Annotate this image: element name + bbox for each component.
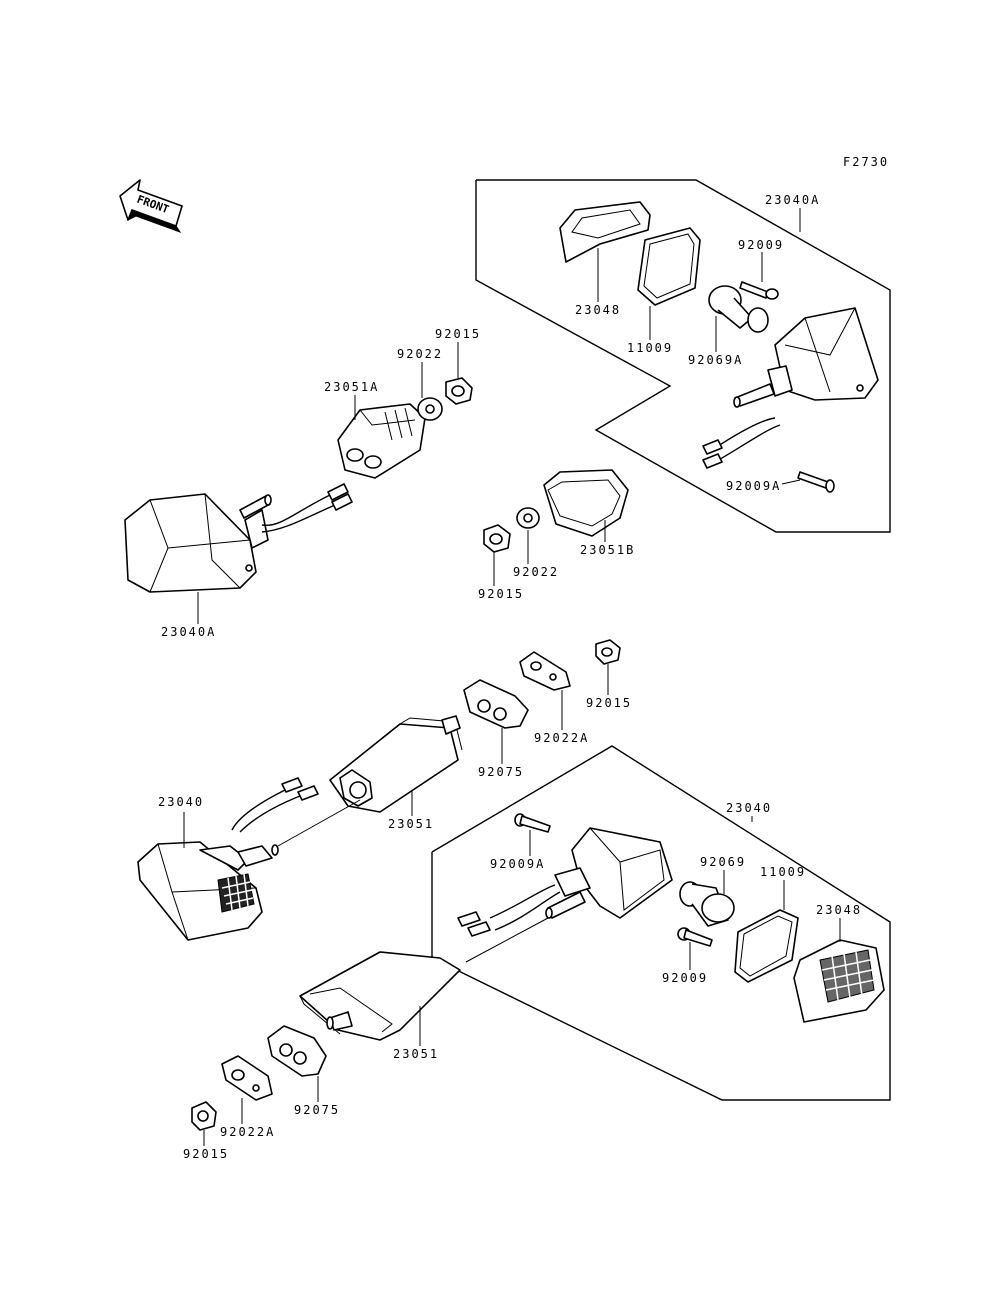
gasket-11009-bottom [734, 909, 799, 983]
nut-92015-c [595, 639, 621, 665]
nut-92015-d [191, 1101, 217, 1131]
label-92015-c: 92015 [586, 696, 632, 710]
label-23048-bottom: 23048 [816, 903, 862, 917]
screw-92009-top [739, 281, 779, 300]
label-23040A-top: 23040A [765, 193, 820, 207]
label-92022A-b: 92022A [220, 1125, 275, 1139]
housing-23040 [137, 841, 279, 941]
grommet-23051A [337, 403, 426, 479]
label-92009A-top: 92009A [726, 479, 781, 493]
lens-grid-icon [217, 873, 255, 913]
assembly-box-bottom [431, 745, 891, 1101]
wires-left [261, 483, 353, 533]
label-92075-b: 92075 [294, 1103, 340, 1117]
rubber-23051-b [299, 951, 461, 1041]
label-23040A-left: 23040A [161, 625, 216, 639]
label-92069: 92069 [700, 855, 746, 869]
housing-23040A-left [124, 493, 272, 593]
label-92009-bottom: 92009 [662, 971, 708, 985]
label-23040-right: 23040 [726, 801, 772, 815]
wires-top-right [702, 417, 781, 469]
bulb-92069A [708, 285, 769, 333]
label-11009-bottom: 11009 [760, 865, 806, 879]
rubber-23051-a [329, 715, 463, 813]
bulb-92069 [679, 881, 735, 927]
wires-23040 [231, 777, 361, 847]
washer-92022-a [417, 397, 443, 421]
label-92022-a: 92022 [397, 347, 443, 361]
nut-92015-b [483, 524, 511, 553]
label-92015-d: 92015 [183, 1147, 229, 1161]
housing-23040-right [465, 827, 673, 963]
lens-23048-top [559, 201, 651, 263]
washer-92022-b [516, 507, 540, 529]
label-92009-top: 92009 [738, 238, 784, 252]
figure-code: F2730 [843, 155, 889, 169]
label-23051A: 23051A [324, 380, 379, 394]
label-23040: 23040 [158, 795, 204, 809]
housing-23040A-top [733, 307, 879, 408]
grommet-23051B [543, 469, 629, 537]
label-92009A-bottom: 92009A [490, 857, 545, 871]
label-23048-top: 23048 [575, 303, 621, 317]
label-11009-top: 11009 [627, 341, 673, 355]
label-92075-a: 92075 [478, 765, 524, 779]
label-92015-a: 92015 [435, 327, 481, 341]
wires-bottom-right [457, 884, 561, 937]
grommet-92075-a [463, 679, 529, 729]
label-92022A-a: 92022A [534, 731, 589, 745]
plate-92022A-b [221, 1055, 273, 1101]
front-arrow-icon: FRONT [119, 179, 183, 233]
label-92015-b: 92015 [478, 587, 524, 601]
assembly-box-top [475, 179, 891, 533]
grommet-92075-b [267, 1025, 327, 1077]
lens-grid-icon-bottom [819, 949, 875, 1003]
nut-92015-a [445, 377, 473, 405]
label-23051-b: 23051 [393, 1047, 439, 1061]
screw-92009A-top [797, 471, 835, 493]
label-92069A: 92069A [688, 353, 743, 367]
gasket-11009-top [637, 227, 701, 306]
label-23051B: 23051B [580, 543, 635, 557]
screw-92009-bottom [677, 927, 713, 947]
label-92022-b: 92022 [513, 565, 559, 579]
plate-92022A-a [519, 651, 571, 691]
screw-92009A-bottom [514, 813, 551, 833]
lens-23048-bottom [793, 939, 885, 1023]
label-23051-a: 23051 [388, 817, 434, 831]
